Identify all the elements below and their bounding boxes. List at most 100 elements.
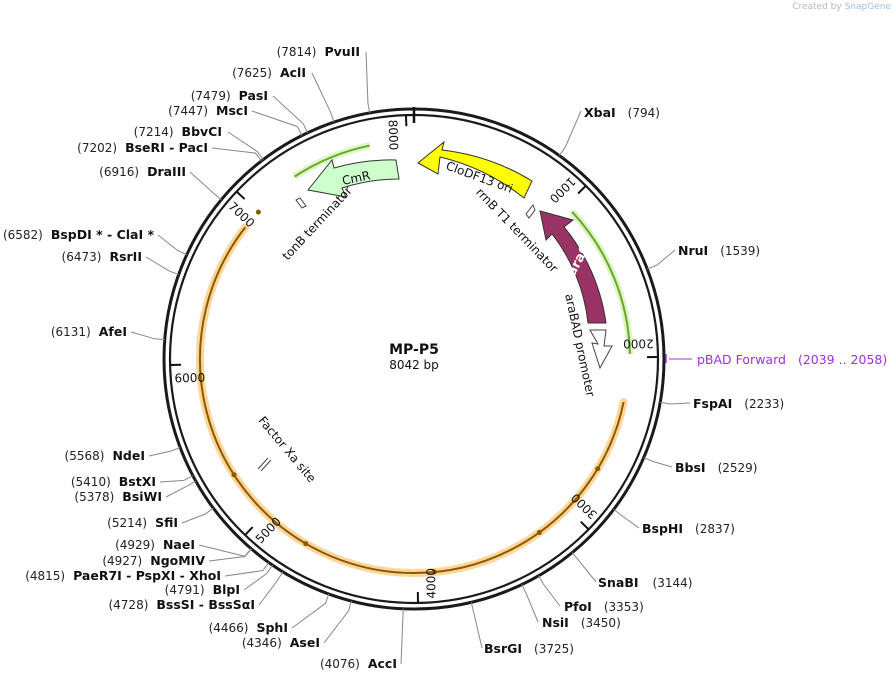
- enzyme-leader-line: [272, 95, 308, 134]
- enzyme-leader-line: [130, 331, 165, 341]
- enzyme-label[interactable]: FspAI(2233): [693, 396, 784, 411]
- enzyme-label[interactable]: (6916)DraIII: [99, 164, 186, 179]
- enzyme-label[interactable]: SnaBI(3144): [598, 575, 692, 590]
- primer-label: pBAD Forward(2039 .. 2058): [697, 352, 887, 367]
- enzyme-label[interactable]: (7625)AclI: [232, 65, 306, 80]
- enzyme-leader-line: [181, 507, 214, 524]
- orf-direction-marker: [536, 529, 542, 535]
- enzyme-leader-line: [159, 475, 194, 483]
- enzyme-leader-line: [571, 552, 597, 583]
- orf-direction-marker: [303, 541, 309, 547]
- enzyme-label[interactable]: (6131)AfeI: [51, 324, 127, 339]
- enzyme-leader-line: [148, 447, 181, 457]
- CmR-feature[interactable]: CmR: [307, 158, 400, 198]
- orf-direction-marker: [595, 466, 601, 472]
- enzyme-leader-line: [189, 171, 222, 201]
- enzyme-leader-line: [647, 249, 676, 270]
- enzyme-label[interactable]: NruI(1539): [678, 243, 760, 258]
- enzyme-label[interactable]: (6582)BspDI * - ClaI *: [3, 227, 155, 242]
- enzyme-label[interactable]: (5214)SfiI: [107, 515, 178, 530]
- enzyme-leader-line: [145, 256, 179, 275]
- enzyme-leader-line: [558, 110, 582, 156]
- enzyme-leader-line: [211, 147, 262, 162]
- enzyme-leader-line: [400, 608, 404, 665]
- green-orf-line: [571, 211, 631, 354]
- scale-tick: [577, 185, 587, 195]
- enzyme-label[interactable]: (5410)BstXI: [71, 474, 156, 489]
- scale-tick-label: 2000: [623, 336, 654, 350]
- cloDF13-ori-arrow: [417, 140, 533, 199]
- orf-line-arc: [199, 226, 625, 574]
- enzyme-labels-right: XbaI(794) NruI(1539) FspAI(2233) BbsI(25…: [484, 105, 784, 656]
- enzyme-leader-line: [365, 51, 371, 114]
- araC-feature[interactable]: araC: [539, 210, 607, 324]
- enzyme-label[interactable]: XbaI(794): [584, 105, 660, 120]
- plasmid-length: 8042 bp: [389, 358, 439, 372]
- araBAD-promoter-arrow: [589, 329, 613, 370]
- enzyme-label[interactable]: (4815)PaeR7I - PspXI - XhoI: [25, 568, 221, 583]
- primer-pbad-forward[interactable]: pBAD Forward(2039 .. 2058): [665, 352, 887, 367]
- tonB-terminator-glyph: [295, 197, 307, 209]
- enzyme-leader-line: [227, 131, 264, 160]
- scale-tick-label: 7000: [226, 199, 258, 230]
- enzyme-label[interactable]: (7202)BseRI - PacI: [77, 140, 208, 155]
- enzyme-label[interactable]: (4929)NaeI: [115, 537, 195, 552]
- scale-tick: [244, 526, 254, 536]
- enzyme-label[interactable]: BsrGI(3725): [484, 641, 574, 656]
- enzyme-label[interactable]: (6473)RsrII: [62, 249, 142, 264]
- CmR-arrow: [307, 158, 400, 198]
- enzyme-label[interactable]: (7447)MscI: [168, 103, 248, 118]
- enzyme-leader-line: [208, 548, 252, 562]
- enzyme-label[interactable]: (7479)PasI: [191, 88, 268, 103]
- scale-tick-label: 8000: [386, 120, 401, 151]
- green-orf-line: [294, 144, 370, 178]
- enzyme-leader-line: [521, 584, 539, 623]
- enzyme-leader-lines: [130, 51, 691, 665]
- enzyme-leader-line: [470, 602, 483, 649]
- scale-tick-label: 4000: [424, 568, 438, 599]
- enzyme-label[interactable]: NsiI(3450): [542, 615, 621, 630]
- enzyme-leader-line: [157, 234, 187, 256]
- orf-highlight-arc: [196, 223, 628, 577]
- enzyme-leader-line: [323, 600, 352, 644]
- enzyme-leader-line: [643, 457, 673, 468]
- scale-tick: [580, 521, 590, 531]
- orf-direction-marker: [431, 569, 437, 575]
- orf-direction-marker: [231, 472, 237, 478]
- enzyme-label[interactable]: BspHI(2837): [642, 521, 735, 536]
- enzyme-labels-left: (7814)PvuII (7625)AclI (7479)PasI (7447)…: [3, 44, 397, 671]
- enzyme-leader-line: [538, 575, 561, 607]
- orf-direction-marker: [255, 209, 261, 215]
- enzyme-label[interactable]: (7814)PvuII: [277, 44, 360, 59]
- enzyme-leader-line: [660, 401, 691, 405]
- enzyme-label[interactable]: BbsI(2529): [675, 460, 757, 475]
- enzyme-leader-line: [258, 571, 284, 606]
- orf-arcs: [196, 209, 628, 577]
- enzyme-label[interactable]: (7214)BbvCI: [134, 124, 222, 139]
- enzyme-label[interactable]: (4791)BlpI: [165, 582, 240, 597]
- enzyme-label[interactable]: (4466)SphI: [209, 620, 288, 635]
- enzyme-label[interactable]: (5378)BsiWI: [74, 489, 162, 504]
- araC-arrow: [539, 210, 607, 324]
- enzyme-leader-line: [251, 110, 303, 136]
- enzyme-label[interactable]: (5568)NdeI: [65, 448, 145, 463]
- green-orf-arcs: [292, 142, 634, 354]
- enzyme-leader-line: [165, 480, 197, 498]
- scale-tick-label: 1000: [547, 174, 578, 206]
- rrnB-terminator-glyph: [525, 204, 536, 219]
- plasmid-name: MP-P5: [389, 342, 439, 358]
- snapgene-brand: SnapGene: [844, 2, 891, 12]
- enzyme-label[interactable]: PfoI(3353): [564, 599, 644, 614]
- enzyme-label[interactable]: (4346)AseI: [242, 635, 320, 650]
- enzyme-leader-line: [224, 562, 270, 577]
- enzyme-leader-line: [198, 544, 252, 557]
- enzyme-label[interactable]: (4728)BssSI - BssSαI: [108, 597, 255, 612]
- enzyme-label[interactable]: (4076)AccI: [320, 656, 397, 671]
- snapgene-credit: Created by SnapGene: [792, 2, 891, 12]
- cloDF13-ori-feature[interactable]: CloDF13 ori: [417, 140, 533, 199]
- enzyme-label[interactable]: (4927)NgoMIV: [102, 553, 205, 568]
- factor-xa-site-glyph: [257, 457, 272, 472]
- enzyme-leader-line: [311, 72, 335, 123]
- enzyme-leader-line: [613, 509, 640, 529]
